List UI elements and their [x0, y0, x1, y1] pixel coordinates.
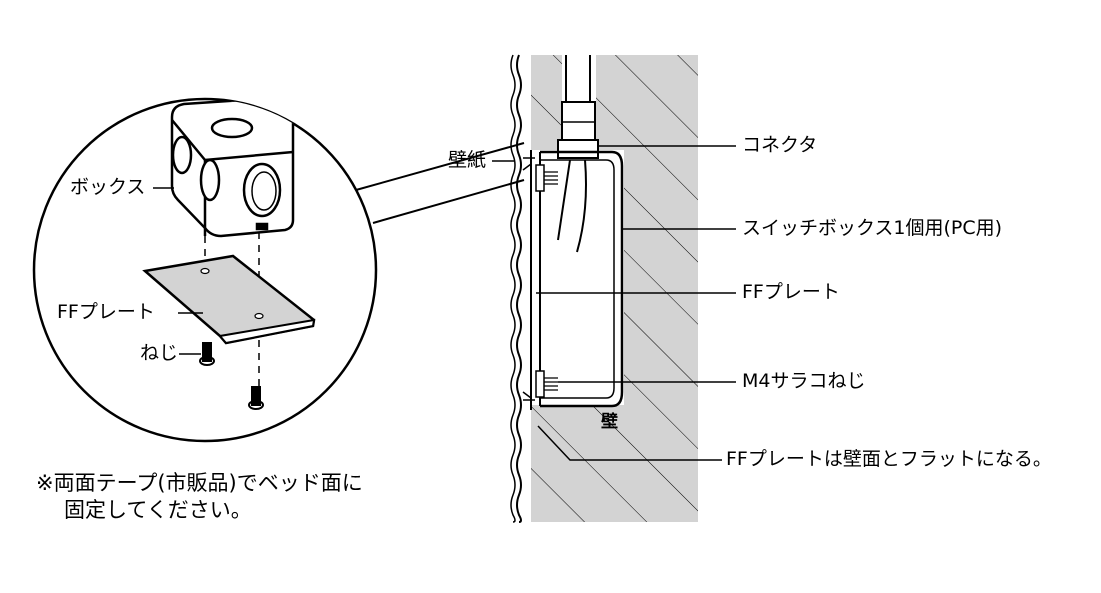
label-wall: 壁 [601, 412, 618, 432]
cable-connector [557, 55, 599, 253]
ff-plate-3d [142, 254, 316, 345]
connector-body [557, 139, 599, 159]
wall-break-line-inner [510, 54, 516, 523]
box-cavity [532, 150, 624, 405]
label-screw: ねじ [140, 342, 179, 364]
label-switch-box: スイッチボックス1個用(PC用) [742, 217, 1003, 239]
note-line-1: ※両面テープ(市販品)でベッド面に [36, 471, 363, 495]
leader-lines-right [492, 145, 736, 461]
installation-note: ※両面テープ(市販品)でベッド面に 固定してください。 [36, 470, 363, 524]
label-ff-plate-right: FFプレート [742, 281, 840, 303]
label-flush-note: FFプレートは壁面とフラットになる。 [726, 448, 1052, 470]
switch-box [522, 150, 624, 408]
label-ff-plate-left: FFプレート [57, 301, 155, 323]
label-connector: コネクタ [742, 134, 818, 156]
wall-break-line-outer [516, 54, 522, 523]
note-line-2: 固定してください。 [64, 498, 252, 522]
label-m4-screw: M4サラコねじ [742, 370, 866, 392]
box-3d [170, 99, 295, 238]
label-box: ボックス [70, 176, 146, 198]
label-wallpaper: 壁紙 [448, 149, 487, 171]
screw-shapes [199, 342, 264, 410]
detail-circle [32, 97, 525, 443]
